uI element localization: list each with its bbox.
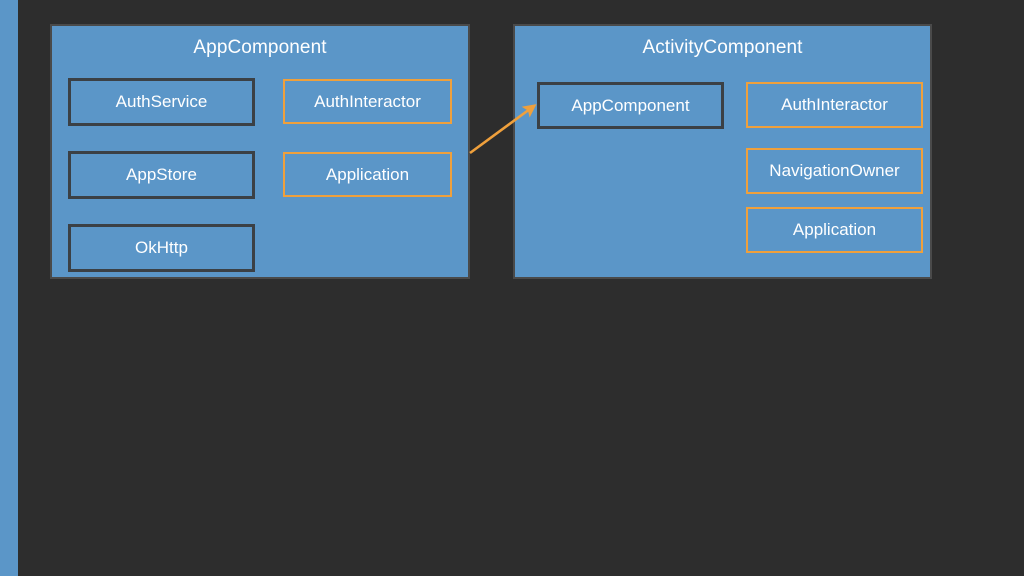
node-navigation-owner[interactable]: NavigationOwner bbox=[746, 148, 923, 194]
node-label: AuthService bbox=[115, 92, 208, 111]
node-auth-service[interactable]: AuthService bbox=[68, 78, 255, 126]
node-label: NavigationOwner bbox=[769, 161, 900, 180]
node-label: AppStore bbox=[126, 165, 197, 184]
node-application[interactable]: Application bbox=[283, 152, 452, 197]
node-app-store[interactable]: AppStore bbox=[68, 151, 255, 199]
node-label: Application bbox=[325, 164, 410, 184]
node-label: AppComponent bbox=[571, 95, 690, 115]
node-ok-http[interactable]: OkHttp bbox=[68, 224, 255, 272]
node-auth-interactor-2[interactable]: AuthInteractor bbox=[746, 82, 923, 128]
panel-title: AppComponent bbox=[193, 37, 327, 58]
node-app-component-ref[interactable]: AppComponent bbox=[537, 82, 724, 129]
node-application-2[interactable]: Application bbox=[746, 207, 923, 253]
panel-title: ActivityComponent bbox=[642, 37, 803, 58]
node-label: Application bbox=[792, 220, 877, 239]
node-label: AuthInteractor bbox=[781, 95, 888, 114]
left-edge-strip bbox=[0, 0, 18, 576]
node-auth-interactor[interactable]: AuthInteractor bbox=[283, 79, 452, 124]
node-label: OkHttp bbox=[135, 238, 188, 257]
node-label: AuthInteractor bbox=[314, 91, 421, 111]
